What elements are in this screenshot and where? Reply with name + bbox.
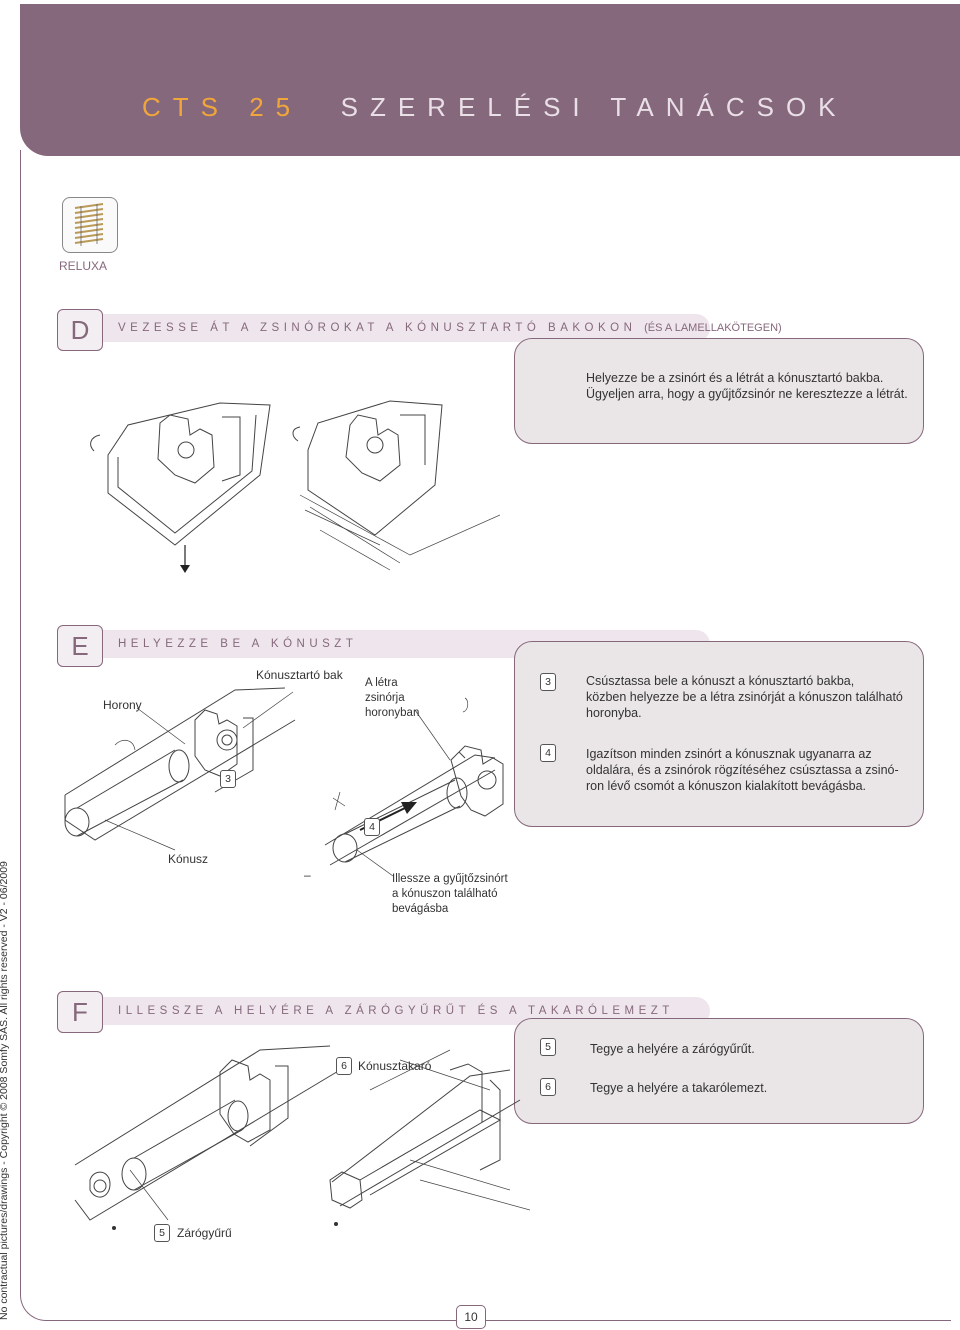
title-subject: SZERELÉSI TANÁCSOK bbox=[340, 92, 848, 122]
step-3-line-3: horonyba. bbox=[586, 706, 642, 720]
section-d-panel-line-1: Helyezze be a zsinórt és a létrát a kónu… bbox=[586, 371, 884, 385]
section-e-illustration bbox=[64, 687, 504, 866]
product-label: RELUXA bbox=[59, 259, 108, 273]
section-d-panel-line-2: Ügyeljen arra, hogy a gyűjtőzsinór ne ke… bbox=[586, 387, 908, 401]
section-d-letter: D bbox=[57, 309, 103, 351]
section-f-illustration bbox=[74, 1045, 530, 1230]
page-number: 10 bbox=[456, 1305, 486, 1329]
section-e-panel bbox=[514, 641, 924, 827]
step-4-line-2: oldalára, és a zsinórok rögzítéséhez csú… bbox=[586, 763, 899, 777]
label-zarogyuru: Zárógyűrű bbox=[177, 1226, 232, 1240]
reluxa-blind-icon bbox=[62, 197, 118, 253]
label-horony: Horony bbox=[103, 698, 142, 712]
label-letra-3: horonyban bbox=[365, 707, 420, 719]
label-konusztakaro: Kónusztakaró bbox=[358, 1059, 432, 1073]
figure-badge-5: 5 bbox=[154, 1224, 170, 1242]
section-d-illustration bbox=[90, 400, 500, 571]
section-e-title: HELYEZZE BE A KÓNUSZT bbox=[118, 638, 358, 650]
figure-badge-4: 4 bbox=[364, 818, 380, 836]
step-3-badge: 3 bbox=[540, 673, 556, 691]
step-3-line-2: közben helyezze be a létra zsinórját a k… bbox=[586, 690, 903, 704]
label-letra-2: zsinórja bbox=[365, 692, 405, 704]
illessze-leader bbox=[356, 849, 394, 877]
title-product: CTS 25 bbox=[142, 92, 303, 122]
label-konusztarto-bak: Kónusztartó bak bbox=[256, 668, 343, 682]
label-illessze-2: a kónuszon található bbox=[392, 888, 498, 900]
section-d-title: VEZESSE ÁT A ZSINÓROKAT A KÓNUSZTARTÓ BA… bbox=[118, 322, 782, 334]
label-konusz: Kónusz bbox=[168, 852, 209, 866]
section-f-panel bbox=[514, 1018, 924, 1124]
step-5-text: Tegye a helyére a zárógyűrűt. bbox=[590, 1042, 755, 1056]
label-dash: – bbox=[304, 868, 311, 882]
section-f-letter: F bbox=[57, 991, 103, 1033]
section-f-title: ILLESSZE A HELYÉRE A ZÁRÓGYŰRŰT ÉS A TAK… bbox=[118, 1005, 674, 1017]
step-4-badge: 4 bbox=[540, 744, 556, 762]
figure-badge-3: 3 bbox=[220, 770, 236, 788]
section-e-letter: E bbox=[57, 625, 103, 667]
page-title: CTS 25 SZERELÉSI TANÁCSOK bbox=[142, 92, 848, 123]
figure-badge-6: 6 bbox=[336, 1057, 352, 1075]
label-illessze-3: bevágásba bbox=[392, 903, 449, 915]
step-6-text: Tegye a helyére a takarólemezt. bbox=[590, 1081, 768, 1095]
section-d-title-tail: (ÉS A LAMELLAKÖTEGEN) bbox=[644, 322, 782, 334]
section-d-bar bbox=[100, 314, 710, 342]
step-3-line-1: Csúsztassa bele a kónuszt a kónusztartó … bbox=[586, 674, 855, 688]
label-illessze-1: Illessze a gyűjtőzsinórt bbox=[392, 873, 508, 885]
step-4-line-1: Igazítson minden zsinórt a kónusznak ugy… bbox=[586, 747, 872, 761]
section-d-title-main: VEZESSE ÁT A ZSINÓROKAT A KÓNUSZTARTÓ BA… bbox=[118, 322, 637, 334]
copyright-sidebar: No contractual pictures/drawings - Copyr… bbox=[0, 861, 10, 1320]
step-5-badge: 5 bbox=[540, 1038, 556, 1056]
step-6-badge: 6 bbox=[540, 1078, 556, 1096]
label-letra-1: A létra bbox=[365, 677, 398, 689]
step-4-line-3: ron lévő csomót a kónuszon kialakított b… bbox=[586, 779, 867, 793]
header-band bbox=[20, 4, 960, 156]
section-d-panel bbox=[514, 338, 924, 444]
down-arrow-icon bbox=[180, 545, 190, 573]
